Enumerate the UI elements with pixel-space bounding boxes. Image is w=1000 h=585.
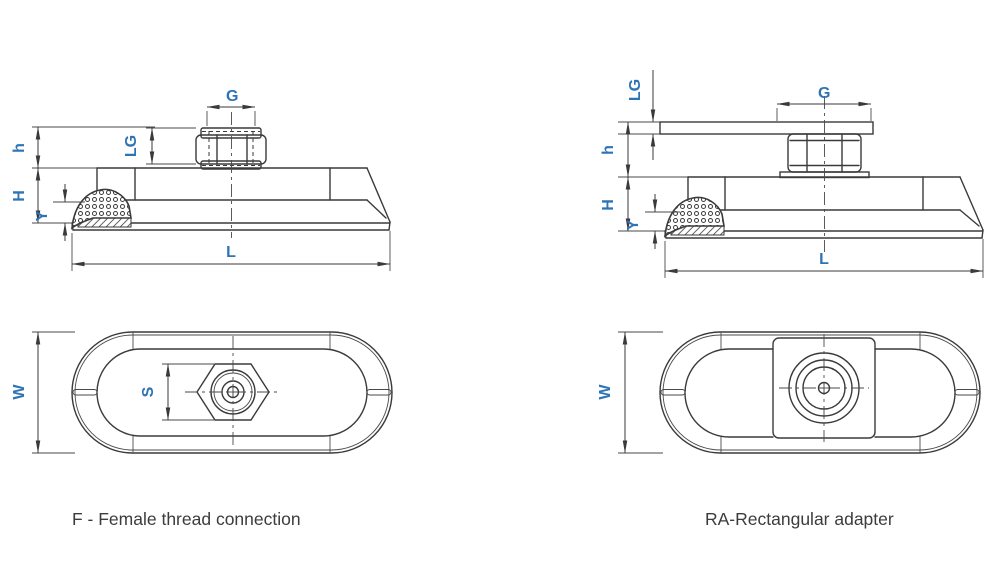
dim-label-W-left: W <box>11 384 28 400</box>
right-dim-G: G <box>776 85 872 121</box>
right-caption: RA-Rectangular adapter <box>705 509 894 529</box>
dim-label-h-right: h <box>600 145 617 155</box>
dim-label-W-right: W <box>597 384 614 400</box>
right-dim-LG: LG <box>627 70 656 160</box>
left-stadium-outline <box>71 331 393 454</box>
dim-label-Y-right: Y <box>625 219 642 230</box>
left-parting-notch-right <box>366 389 392 396</box>
dim-label-H-left: H <box>11 190 28 202</box>
right-stadium-outline <box>659 331 981 454</box>
right-bottom-view: W RA-Rectangular adapter <box>597 331 981 529</box>
left-sealing-lip-section <box>71 188 132 230</box>
right-adapter-plate <box>659 121 874 135</box>
right-side-view: G LG h H Y <box>600 70 984 278</box>
left-dim-h: h <box>11 126 155 169</box>
right-parting-notch-left <box>660 389 686 396</box>
left-parting-notch-left <box>72 389 98 396</box>
dim-label-S-left: S <box>140 386 157 397</box>
right-dim-h: h <box>600 121 688 178</box>
left-dim-Y: Y <box>34 184 85 241</box>
dim-label-g-left: G <box>226 88 238 105</box>
dim-label-L-left: L <box>226 244 236 261</box>
right-pad-body <box>664 176 984 239</box>
left-side-view: G LG h H Y <box>11 88 391 271</box>
right-sealing-lip-section <box>664 196 725 238</box>
dim-label-Y-left: Y <box>34 210 51 221</box>
dim-label-lg-left: LG <box>123 135 140 157</box>
left-hex-nut-side <box>195 127 267 170</box>
left-dim-LG: LG <box>123 127 196 165</box>
dim-label-H-right: H <box>600 199 617 211</box>
left-dim-W: W <box>11 331 75 454</box>
left-hex-nut-top-view <box>185 336 281 449</box>
left-dim-S: S <box>140 363 214 421</box>
left-dim-L: L <box>71 231 391 271</box>
right-dim-Y: Y <box>625 194 680 249</box>
right-parting-notch-right <box>954 389 980 396</box>
dim-label-L-right: L <box>819 251 829 268</box>
right-dim-L: L <box>664 239 984 278</box>
left-bottom-view: S W F - Female thread connection <box>11 331 393 529</box>
left-caption: F - Female thread connection <box>72 509 301 529</box>
dim-label-g-right: G <box>818 85 830 102</box>
dim-label-lg-right: LG <box>627 79 644 101</box>
dim-label-h-left: h <box>11 143 28 153</box>
right-dim-W: W <box>597 331 663 454</box>
right-square-adapter-top-view <box>772 334 876 442</box>
left-dim-G: G <box>206 88 256 126</box>
